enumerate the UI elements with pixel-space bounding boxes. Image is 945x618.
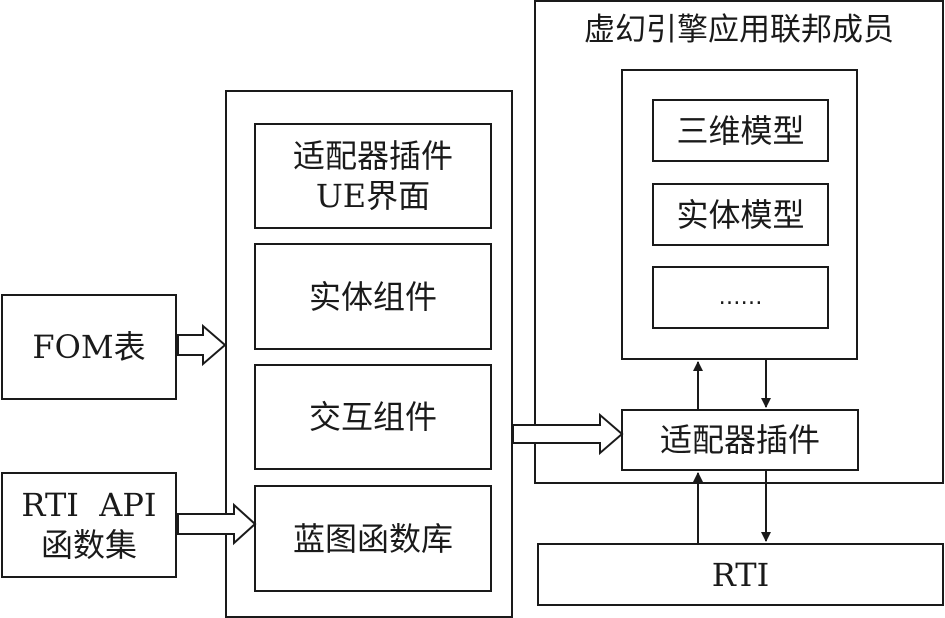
entity-model-label: 实体模型: [676, 195, 805, 234]
fom-table-box: [1, 294, 177, 400]
rti-box: [537, 543, 944, 606]
more-models-label: ……: [718, 284, 763, 310]
3d-model-box: [652, 99, 829, 162]
entity-model-box: [652, 183, 829, 246]
rti-label: RTI: [711, 555, 770, 594]
rti-api-box: [1, 472, 177, 578]
3d-model-label: 三维模型: [676, 111, 805, 150]
federate-container: [534, 0, 944, 484]
model-group-box: [621, 69, 858, 360]
ue-interface-label: 适配器插件 UE界面: [254, 123, 492, 229]
ue-interface-line2: UE界面: [315, 177, 431, 215]
entity-component-label: 实体组件: [308, 277, 437, 316]
blueprint-library-label: 蓝图函数库: [292, 519, 453, 558]
federate-title: 虚幻引擎应用联邦成员: [584, 12, 894, 48]
fom-table-label: FOM表: [32, 328, 146, 366]
ue-interface-box: [254, 123, 492, 229]
interaction-component-label: 交互组件: [308, 398, 437, 436]
adapter-plugin-label: 适配器插件: [659, 421, 820, 459]
fom-to-panel-arrow: [177, 323, 227, 367]
more-models-box: [652, 266, 829, 329]
ue-interface-line1: 适配器插件: [292, 137, 453, 175]
interaction-component-box: [254, 364, 492, 470]
entity-component-box: [254, 243, 492, 350]
rti-api-label: RTI API 函数集: [1, 472, 177, 578]
rti-api-line1: RTI API: [21, 486, 157, 524]
rti-api-line2: 函数集: [40, 526, 137, 564]
